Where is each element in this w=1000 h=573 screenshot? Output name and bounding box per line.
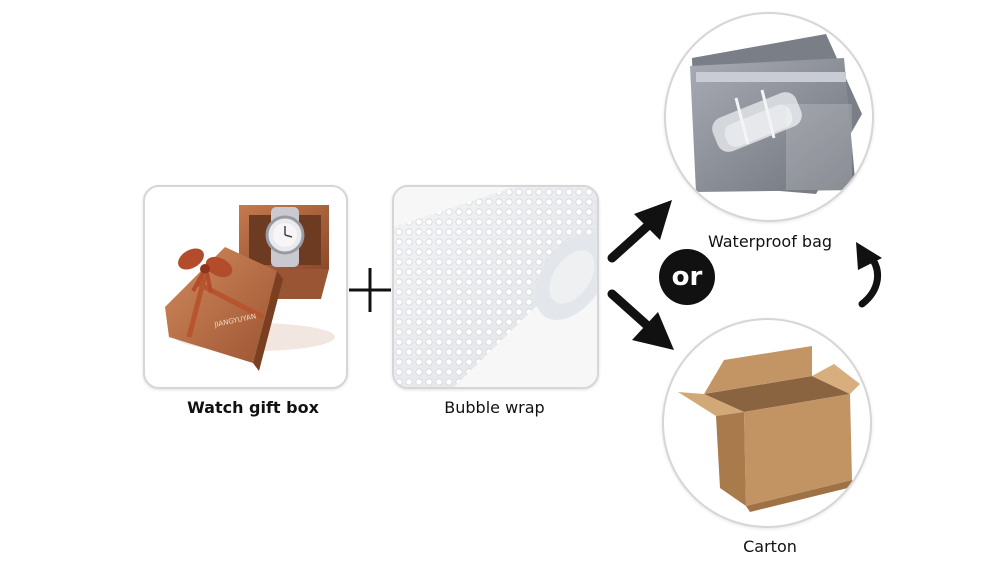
curved-arrow-up-icon bbox=[856, 242, 882, 308]
gift-box-panel: JIANGYUYAN bbox=[143, 185, 348, 389]
bubble-wrap-panel bbox=[392, 185, 599, 389]
waterproof-bag-image bbox=[690, 34, 862, 194]
or-badge: or bbox=[659, 249, 715, 305]
carton-label: Carton bbox=[743, 537, 797, 556]
gift-box-label: Watch gift box bbox=[187, 398, 319, 417]
bubble-wrap-label: Bubble wrap bbox=[444, 398, 545, 417]
carton-image bbox=[678, 346, 860, 512]
waterproof-bag-circle bbox=[664, 12, 874, 222]
gift-box-image: JIANGYUYAN bbox=[165, 205, 335, 371]
carton-circle bbox=[662, 318, 872, 528]
arrow-up-right-icon bbox=[607, 200, 672, 263]
waterproof-bag-label: Waterproof bag bbox=[707, 232, 833, 251]
bubble-wrap-image bbox=[394, 187, 597, 387]
